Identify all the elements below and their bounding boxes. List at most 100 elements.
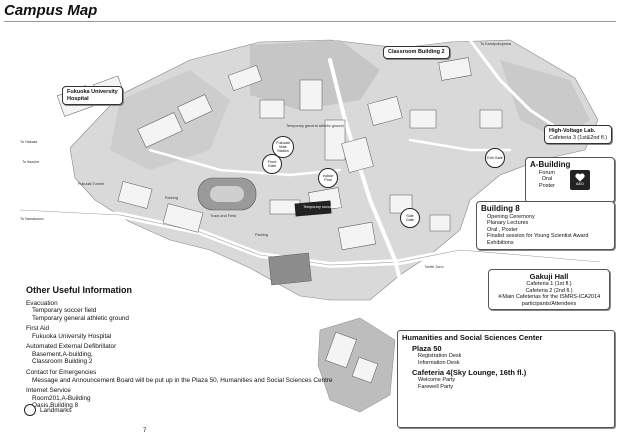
other-useful-information: Other Useful Information Evacuation Temp… [26,285,366,413]
building [227,65,263,91]
info-section-aed: Automated External Defibrillator Basemen… [26,343,366,366]
callout-line: Farewell Party [418,383,454,390]
callout-subtitle-cafeteria: Cafeteria 4(Sky Lounge, 16th fl.) [412,368,527,378]
callout-building-8[interactable]: Building 8 Opening Ceremony Planary Lect… [476,201,615,250]
heart-icon [575,173,585,182]
callout-humanities-center[interactable]: Humanities and Social Sciences Center Pl… [397,330,615,428]
callout-line: Cafeteria 2 (2nd fl.) [525,287,573,294]
label-track-and-field: Track and Field [210,214,237,218]
callout-line: Opening Ceremony [487,213,535,220]
legend-landmarks: Landmarks [24,404,72,416]
main-road [19,209,601,266]
building [137,112,183,148]
building [367,96,403,126]
info-section-title: Automated External Defibrillator [26,343,117,351]
callout-line: Oral [541,176,553,183]
building [429,214,451,232]
aed-icon: AED [570,169,590,190]
building [351,356,379,384]
info-item: Message and Announcement Board will be p… [32,376,333,384]
callout-high-voltage-lab[interactable]: High-Voltage Lab. Cafeteria 3 (1st&2nd f… [544,125,613,145]
building [409,109,437,129]
label-to-hakata: To Hakata [20,140,38,144]
callout-line: ※Main Cafeterias for the ISMRS-ICA2014 [497,294,601,301]
info-section-title: Internet Service [26,387,71,395]
callout-line: Registration Desk [418,353,462,359]
fukudai-mae-station-landmark[interactable]: Fukudai Mae Station [272,136,294,158]
roads [17,38,603,332]
info-item: Fukuoka University Hospital [32,332,112,340]
callout-line: Welcome Party [418,377,456,384]
road [328,58,408,332]
label-to-kamiyokoyama: To Kamiyokoyama [480,42,512,46]
side-gate-landmark[interactable]: Side Gate [400,208,420,228]
page-number: 7 [143,428,147,434]
building [324,119,346,161]
info-section-title: Contact for Emergencies [26,368,97,376]
green-area [500,60,590,140]
info-section-title: First Aid [26,325,50,333]
callout-line: Information Desk [418,359,460,366]
page-title: Campus Map [4,2,98,19]
callout-line: participants/Attendees [521,300,577,307]
aed-label: AED [575,180,585,186]
label-temporary-soccer-field: Temporary soccer field [303,205,342,209]
info-section-emergency: Contact for Emergencies Message and Anno… [26,369,366,384]
info-section-internet: Internet Service Room201,A-Building Oasi… [26,387,366,410]
building [438,57,472,81]
building [162,203,204,233]
legend-landmarks-label: Landmarks [40,406,72,414]
callout-title: High-Voltage Lab. [549,128,596,134]
callout-fukuoka-university-hospital[interactable]: Fukuoka University Hospital [62,86,123,106]
callout-line: Oral , Poster [487,226,518,233]
callout-line: Cafeteria 3 (1st&2nd fl.) [549,134,608,141]
front-gate-landmark[interactable]: Front Gate [262,154,282,174]
exit-gate-landmark[interactable]: Exit Gate [485,148,505,168]
callout-title: Humanities and Social Sciences Center [402,333,543,342]
callout-a-building[interactable]: A-Building Forum Oral Poster AED [525,157,615,203]
road [468,38,562,132]
info-section-first-aid: First Aid Fukuoka University Hospital [26,325,366,340]
callout-classroom-building-2[interactable]: Classroom Building 2 [383,46,450,59]
callout-title: Building 8 [481,204,520,213]
callout-gakuji-hall[interactable]: Gakuji Hall Cafeteria 1 (1st fl.) Cafete… [488,269,610,311]
callout-title: A-Building [530,160,571,169]
info-section-evacuation: Evacuation Temporary soccer field Tempor… [26,300,366,323]
info-item: Classroom Building 2 [32,358,93,366]
callout-line: Finalist session for Young Scientist Awa… [487,233,589,240]
label-temporary-athletic-ground: Temporary general athletic ground [286,124,344,128]
label-north-jono: North Jono [425,265,444,269]
info-item: Temporary soccer field [32,307,97,315]
callout-line: Cafeteria 1 (1st fl.) [526,281,572,287]
info-item: Basement,A-building, [32,350,93,358]
temporary-soccer-field [294,200,332,217]
green-area [250,40,380,110]
indoor-pool-landmark[interactable]: Indoor Pool [318,168,338,188]
label-parking: Parking [165,196,178,200]
building [325,331,357,369]
callout-line: Exhibitions [487,239,514,246]
callout-title: Gakuji Hall [529,272,569,281]
building [479,109,503,129]
callout-subtitle-plaza: Plaza 50 [412,344,442,353]
building [177,94,213,124]
callout-line: Fukuoka University [67,89,118,95]
building [341,136,374,173]
title-divider [4,21,616,22]
label-to-nanakuma: To Nanakuma [20,217,44,221]
label-to-itazuke: To Itazuke [22,160,40,164]
label-parking: Parking [255,233,268,237]
landmark-circle-icon [24,404,36,416]
info-item: Temporary general athletic ground [32,314,129,322]
building [259,99,285,119]
info-item: Room201,A-Building [32,394,91,402]
callout-line: Planary Lectures [487,220,529,227]
road [148,148,342,177]
info-section-title: Evacuation [26,299,58,307]
building [338,221,376,251]
building [117,181,153,209]
building [299,79,323,111]
info-item: Oasis,Building 8 [32,402,79,410]
callout-line: Hospital [67,95,89,102]
label-fukudai-tunnel: Fukudai Tunnel [78,182,104,186]
